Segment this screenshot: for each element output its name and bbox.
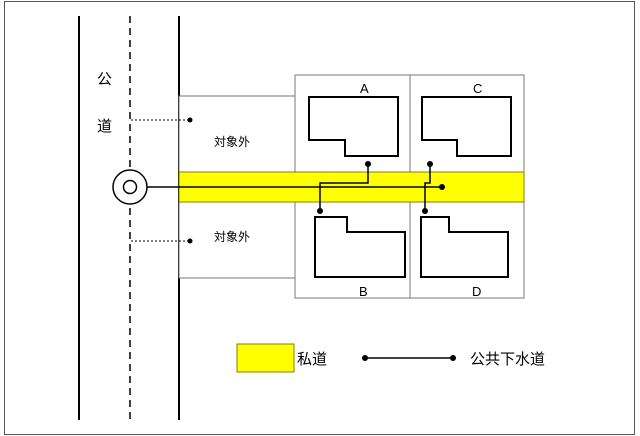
road-label-char-1: 公 xyxy=(97,70,112,88)
branch-lot-a-dot xyxy=(365,161,371,167)
excluded-lot-upper xyxy=(178,95,296,173)
branch-lot-c xyxy=(424,164,431,187)
road-label-char-2: 道 xyxy=(97,117,112,135)
leader-lower-dot xyxy=(187,238,193,244)
branch-lot-b-dot xyxy=(317,208,323,214)
branch-lot-d-dot xyxy=(422,208,428,214)
legend-public-sewer-label: 公共下水道 xyxy=(470,350,545,368)
excluded-lot-lower xyxy=(178,201,296,279)
manhole-inner xyxy=(122,179,138,195)
building-c xyxy=(421,96,512,157)
branch-lot-c-dot xyxy=(427,161,433,167)
leader-upper-dot xyxy=(187,117,193,123)
legend-sewer-dot-left xyxy=(362,355,368,361)
building-d xyxy=(420,216,509,278)
outer-frame xyxy=(4,1,635,435)
legend-private-road-swatch xyxy=(236,343,295,373)
sewer-main-end-dot xyxy=(439,184,445,190)
legend-sewer-dot-right xyxy=(450,355,456,361)
lot-label-b: B xyxy=(359,284,368,299)
building-b xyxy=(314,216,406,278)
lot-label-a: A xyxy=(360,81,369,96)
lot-label-c: C xyxy=(473,81,482,96)
excluded-label-lower: 対象外 xyxy=(214,230,250,244)
branch-lot-a xyxy=(319,164,369,187)
building-a xyxy=(308,96,399,157)
legend-private-road-label: 私道 xyxy=(297,350,327,368)
excluded-label-upper: 対象外 xyxy=(214,135,250,149)
lot-label-d: D xyxy=(472,284,481,299)
